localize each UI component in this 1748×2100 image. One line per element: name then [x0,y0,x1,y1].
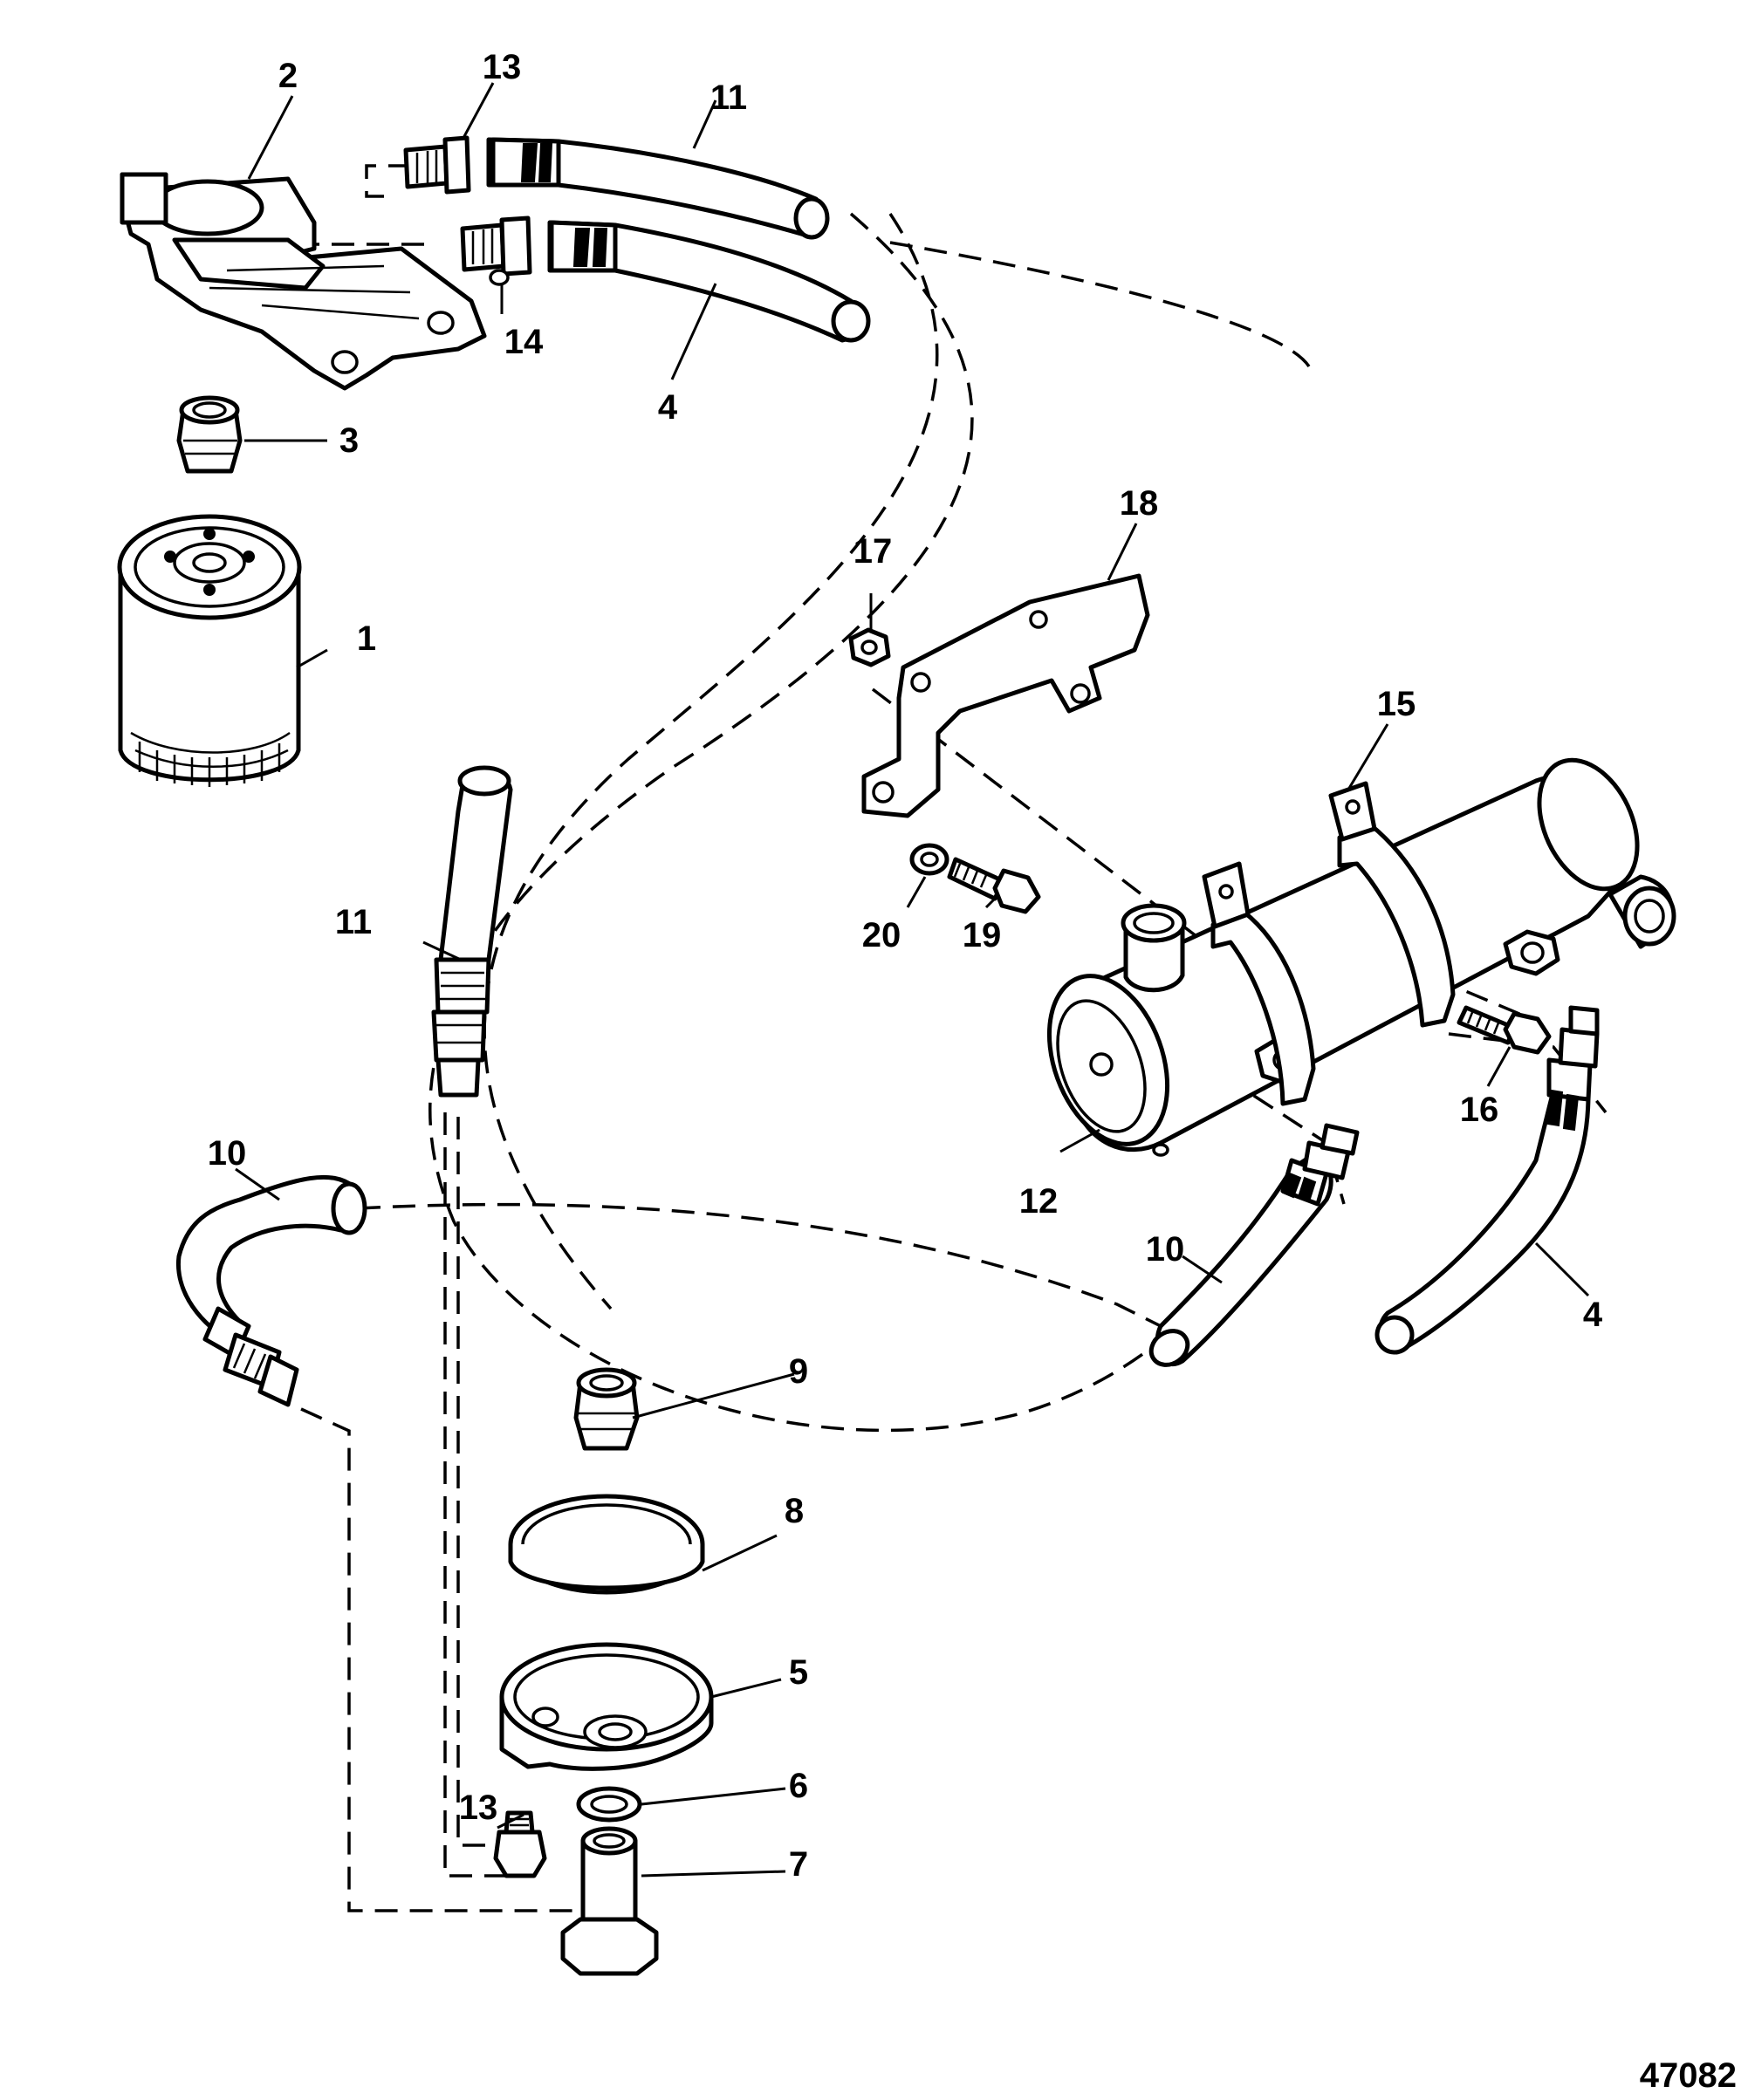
part-17-nut [848,627,891,667]
part-16-bolt [1457,1005,1552,1055]
part-13-fitting-top [403,135,471,195]
part-6-washer [576,1786,642,1823]
dashed-routing-lines [297,164,1607,1973]
callout-12: 12 [1019,1182,1059,1221]
callout-4-right: 4 [1583,1296,1603,1334]
part-20-washer [909,843,949,876]
part-18-bracket [861,573,1150,818]
callout-11-middle: 11 [335,903,372,941]
callout-16: 16 [1460,1091,1499,1129]
callout-18: 18 [1120,484,1159,523]
callout-2: 2 [278,57,298,95]
callout-9: 9 [789,1352,808,1391]
part-14-fitting [460,215,532,286]
part-3-fitting [176,395,243,474]
callout-17: 17 [853,532,893,571]
part-4-hose-top [547,220,871,343]
callout-8: 8 [785,1492,804,1530]
part-9-fitting [573,1367,640,1451]
part-11-hose-middle [431,765,513,1098]
part-11-hose-top [486,137,830,240]
callout-7: 7 [789,1845,808,1884]
callout-10-left: 10 [208,1134,247,1173]
part-5-adapter [499,1642,714,1771]
document-number: 47082 [1640,2056,1737,2095]
callout-13-top: 13 [483,48,522,86]
callout-3: 3 [339,421,359,460]
callout-11-top: 11 [710,79,747,117]
callout-4-top: 4 [658,388,678,427]
callout-14: 14 [504,323,544,361]
leader-lines [235,82,1590,1878]
part-7-connector [560,1826,659,1976]
part-2-filter-adapter [120,172,487,391]
part-10-hose-right [1148,1123,1360,1367]
part-12-oil-cooler [1046,757,1676,1157]
callout-15: 15 [1377,685,1416,723]
part-4-hose-right [1374,1005,1600,1355]
callout-6: 6 [789,1767,808,1805]
part-8-o-ring [508,1494,705,1595]
part-19-bolt [947,857,1041,914]
callout-labels: 1 2 3 4 4 5 6 7 8 9 10 10 11 11 12 13 13… [208,48,1603,1884]
part-1-oil-filter [117,514,302,787]
callout-13-bottom: 13 [459,1789,498,1827]
callout-10-right: 10 [1146,1230,1185,1269]
callout-19: 19 [963,916,1002,954]
callout-5: 5 [789,1653,808,1692]
callout-1: 1 [357,619,376,658]
part-15-clamps [1202,781,1456,1106]
part-13-plug-bottom [493,1810,547,1878]
callout-20: 20 [862,916,901,954]
part-10-hose-left [175,1174,367,1407]
